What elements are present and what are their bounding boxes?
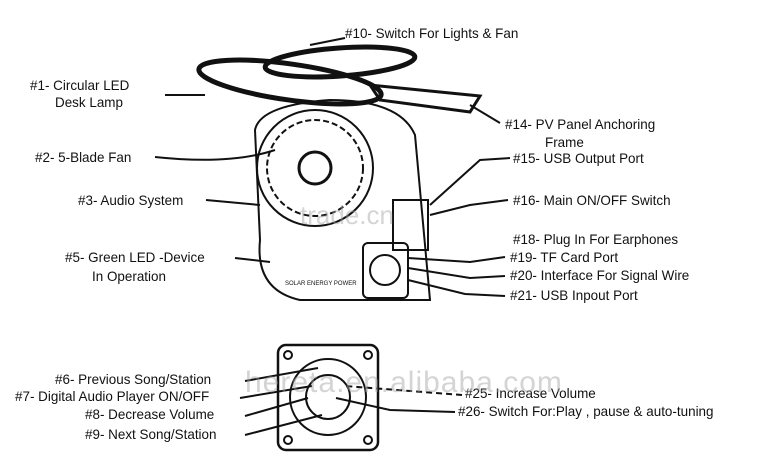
label-main-switch: #16- Main ON/OFF Switch [513,192,671,208]
leader-lines [154,37,511,436]
label-pv-panel-frame: #14- PV Panel Anchoring [505,116,656,132]
label-tf-card: #19- TF Card Port [510,249,619,265]
fan-housing [256,109,374,227]
label-earphone-plug: #18- Plug In For Earphones [513,231,679,247]
label-frame: Frame [545,134,584,150]
control-ring-outer [289,358,367,436]
fan-blades [266,119,364,217]
watermark-trade: trade.cn [300,200,394,230]
device-text: SOLAR ENERGY POWER [285,281,357,287]
label-in-operation: In Operation [92,268,166,284]
led-lamp-ring [196,57,384,107]
port-block [392,199,429,251]
fan-hub [297,150,333,186]
label-switch-lights-fan: #10- Switch For Lights & Fan [345,25,519,41]
label-5-blade-fan: #2- 5-Blade Fan [35,149,132,165]
screw-icon [363,435,373,445]
label-signal-wire: #20- Interface For Signal Wire [510,267,690,283]
control-ring-inner [305,374,351,420]
label-circular-led: #1- Circular LED [30,77,130,93]
side-control-dial [369,254,401,286]
device-body [253,98,432,301]
control-pad [276,343,380,452]
label-previous-song: #6- Previous Song/Station [55,371,212,387]
label-usb-input: #21- USB Inpout Port [510,287,638,303]
label-play-pause: #26- Switch For:Play , pause & auto-tuni… [458,403,714,419]
label-usb-output: #15- USB Output Port [513,150,644,166]
screw-icon [363,350,373,360]
label-audio-system: #3- Audio System [78,192,184,208]
screw-icon [283,350,293,360]
side-control-panel [362,242,409,299]
screw-icon [283,435,293,445]
label-decrease-volume: #8- Decrease Volume [85,406,215,422]
label-increase-volume: #25- Increase Volume [465,385,596,401]
switch-ring [262,44,418,80]
label-desk-lamp: Desk Lamp [55,94,123,110]
label-audio-player-onoff: #7- Digital Audio Player ON/OFF [15,388,210,404]
watermark-alibaba: hereta.en.alibaba.com [245,366,563,399]
pv-panel-frame [366,83,483,114]
label-green-led: #5- Green LED -Device [65,249,205,265]
label-next-song: #9- Next Song/Station [85,426,217,442]
